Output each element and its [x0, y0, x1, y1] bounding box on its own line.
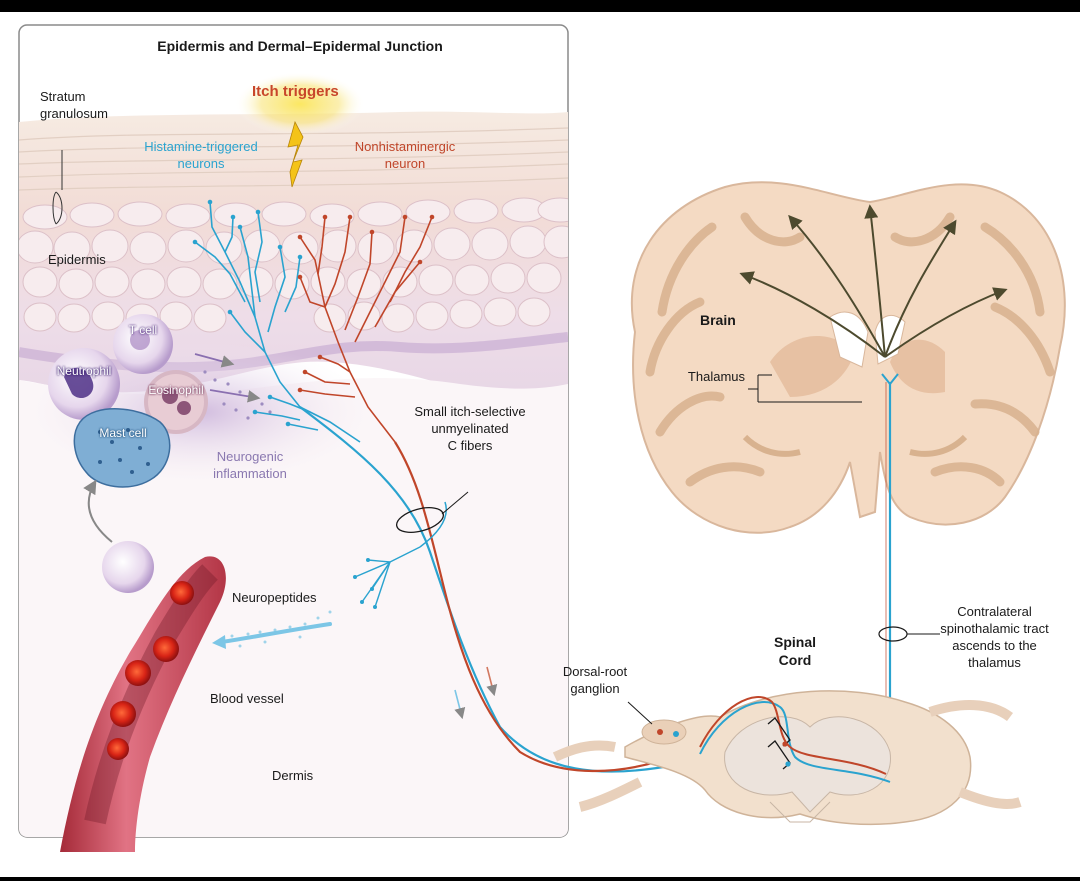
- mast-cell-label: Mast cell: [99, 426, 147, 440]
- thalamus-leader: [748, 374, 862, 403]
- spinal-cord-label-line1: Spinal: [773, 634, 816, 650]
- t-cell-shape: [113, 314, 173, 374]
- blood-vessel-shape: [60, 556, 226, 852]
- tract-label-line2: spinothalamic tract: [940, 621, 1049, 636]
- neuropeptides-label: Neuropeptides: [232, 590, 317, 605]
- drg-label-line1: Dorsal-root: [562, 664, 628, 679]
- migrating-leukocyte-shape: [102, 541, 154, 593]
- nonhistamine-fiber: [394, 441, 701, 773]
- tract-ring: [878, 626, 908, 642]
- blood-vessel-label: Blood vessel: [210, 691, 284, 706]
- brain-coronal-section: [630, 181, 1066, 534]
- neuropeptide-arrow: [220, 622, 332, 644]
- brain-label: Brain: [700, 312, 736, 328]
- tract-label-line1: Contralateral: [957, 604, 1032, 619]
- lightning-bolt-icon: [287, 120, 304, 188]
- spinal-cord-label-line2: Cord: [778, 652, 812, 668]
- stratum-label-line1: Stratum: [40, 89, 86, 104]
- nonhistamine-label-line2: neuron: [384, 156, 426, 171]
- cfibers-label-line3: C fibers: [447, 438, 493, 453]
- thalamus-label: Thalamus: [687, 369, 745, 384]
- dorsal-root-ganglion: [641, 719, 687, 745]
- histamine-label-line2: neurons: [177, 156, 225, 171]
- eosinophil-label: Eosinophil: [148, 383, 204, 397]
- epidermis-label: Epidermis: [48, 252, 106, 267]
- tract-label-line3: ascends to the: [952, 638, 1037, 653]
- spinal-cord-section: [552, 690, 1022, 826]
- figure-canvas: Epidermis and Dermal–Epidermal Junction …: [0, 12, 1080, 877]
- diagram-artwork: [18, 24, 1066, 852]
- itch-triggers-label: Itch triggers: [252, 83, 339, 100]
- brain-projection-arrows: [739, 204, 1008, 358]
- stratum-bracket: [52, 150, 63, 225]
- histamine-label-line1: Histamine-triggered: [144, 139, 258, 154]
- drg-label-line2: ganglion: [570, 681, 620, 696]
- c-fiber-ring: [395, 507, 445, 533]
- migration-arrow: [83, 479, 113, 543]
- cfibers-label-line1: Small itch-selective: [414, 404, 526, 419]
- mast-cell-shape: [73, 408, 171, 488]
- t-cell-label: T cell: [128, 323, 158, 337]
- neutrophil-label: Neutrophil: [56, 364, 112, 378]
- neurogenic-label-line1: Neurogenic: [216, 449, 284, 464]
- eosinophil-shape: [144, 370, 208, 434]
- cfibers-label-line2: unmyelinated: [431, 421, 509, 436]
- figure-title: Epidermis and Dermal–Epidermal Junction: [157, 38, 443, 54]
- itch-glow: [235, 72, 365, 136]
- dermis-label: Dermis: [272, 768, 314, 783]
- neutrophil-shape: [48, 348, 120, 420]
- nonhistamine-label-line1: Nonhistaminergic: [354, 139, 456, 154]
- nonhistamine-neuron-branches: [299, 216, 433, 443]
- stratum-label-line2: granulosum: [40, 106, 108, 121]
- neurogenic-label-line2: inflammation: [213, 466, 287, 481]
- tract-label-line4: thalamus: [968, 655, 1021, 670]
